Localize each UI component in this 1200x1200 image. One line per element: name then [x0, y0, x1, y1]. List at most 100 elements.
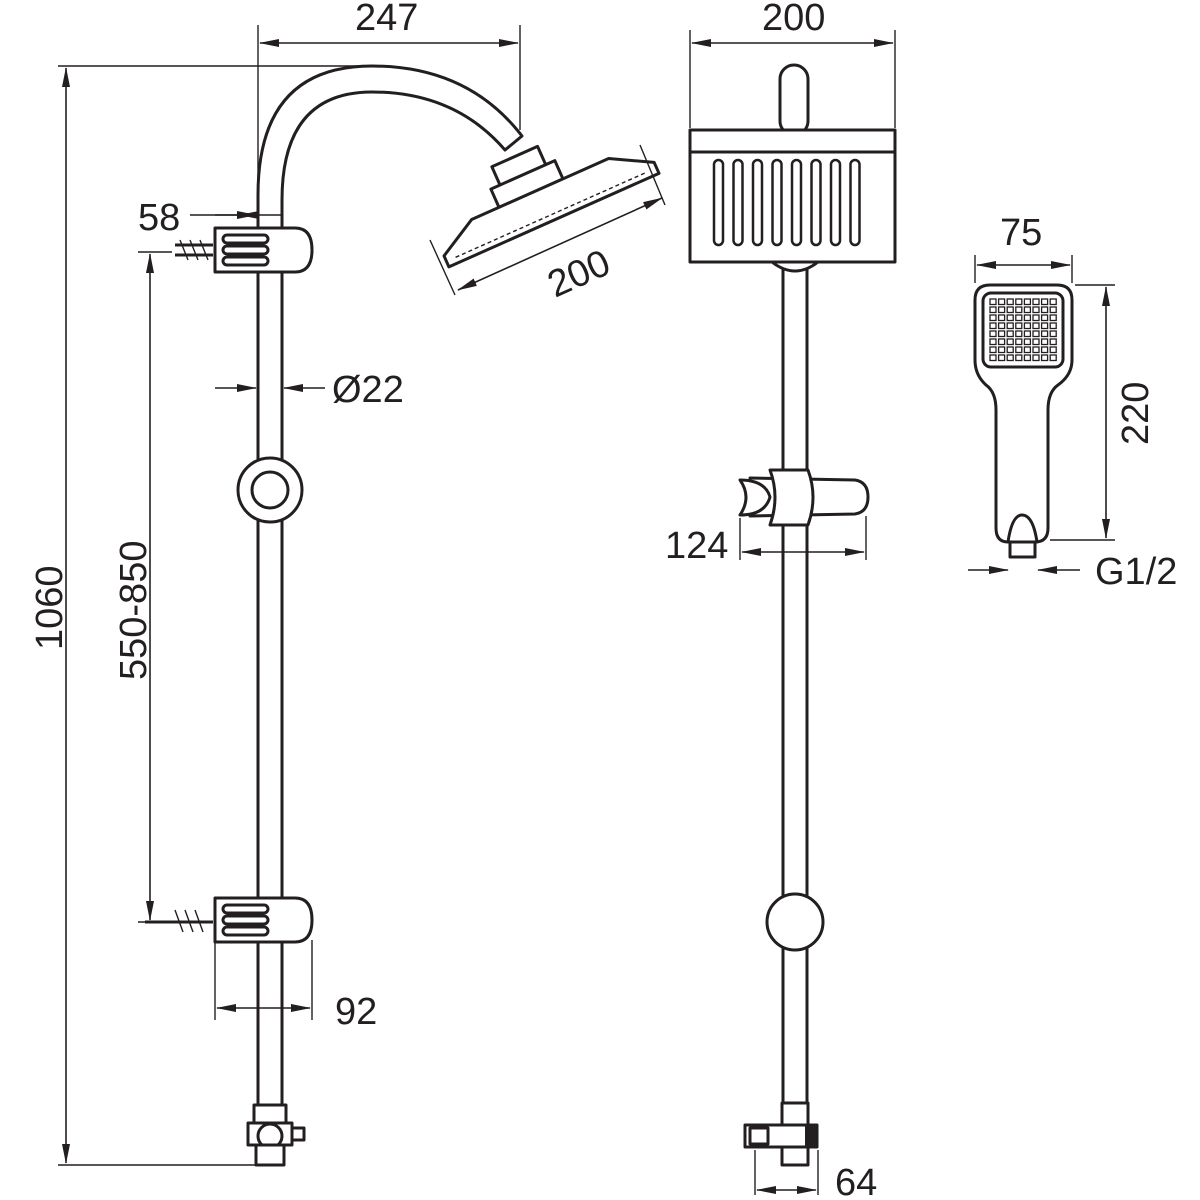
nozzle	[997, 346, 1006, 354]
nozzle	[1040, 322, 1049, 330]
dimension-200-tilted	[457, 197, 663, 291]
nozzle	[1032, 346, 1040, 354]
nozzle	[1015, 354, 1023, 362]
nozzle	[1032, 338, 1040, 346]
nozzle	[997, 330, 1006, 338]
nozzle-slot	[712, 158, 725, 247]
nozzle	[1006, 298, 1014, 306]
nozzle	[1015, 322, 1023, 330]
label-550-850: 550-850	[113, 541, 155, 680]
nozzle	[1040, 330, 1049, 338]
nozzle	[1049, 330, 1057, 338]
nozzle	[997, 354, 1006, 362]
handshower-holder	[738, 468, 870, 527]
nozzle	[989, 354, 997, 362]
nozzle	[1049, 354, 1057, 362]
nozzle	[1049, 338, 1057, 346]
nozzle-slot	[790, 158, 803, 247]
nozzle	[1015, 346, 1023, 354]
nozzle	[1032, 298, 1040, 306]
nozzle	[1049, 314, 1057, 322]
riser-pipe	[781, 260, 809, 1114]
nozzle	[997, 298, 1006, 306]
handshower-view: 75 220 G1/2	[968, 212, 1177, 593]
nozzle-slot	[829, 158, 842, 247]
nozzle	[989, 330, 997, 338]
nozzle	[1049, 346, 1057, 354]
nozzle-slot	[771, 158, 783, 247]
nozzle	[1049, 306, 1057, 314]
nozzle	[1015, 330, 1023, 338]
nozzle	[1006, 322, 1014, 330]
nozzle	[1006, 338, 1014, 346]
nozzle	[997, 322, 1006, 330]
nozzle	[989, 314, 997, 322]
label-220: 220	[1115, 382, 1157, 445]
nozzle	[989, 346, 997, 354]
label-pipe-diameter: Ø22	[332, 369, 404, 411]
label-58: 58	[138, 197, 180, 239]
slider-knob	[236, 456, 304, 524]
nozzle-slot	[751, 158, 764, 247]
nozzle	[1023, 314, 1032, 322]
nozzle	[1015, 338, 1023, 346]
label-64: 64	[835, 1162, 877, 1200]
nozzle	[989, 306, 997, 314]
label-75: 75	[1000, 212, 1042, 254]
nozzle	[1040, 354, 1049, 362]
diverter-valve-front	[743, 1101, 819, 1167]
slider-knob-front	[765, 892, 825, 952]
nozzle	[1032, 354, 1040, 362]
nozzle	[1040, 306, 1049, 314]
label-124: 124	[665, 525, 728, 567]
nozzle	[1015, 306, 1023, 314]
nozzle	[1032, 322, 1040, 330]
nozzle	[1023, 354, 1032, 362]
nozzle-slot	[732, 158, 744, 247]
nozzle	[1015, 314, 1023, 322]
nozzle	[1023, 338, 1032, 346]
overhead-shower-square	[688, 128, 897, 264]
nozzle	[989, 338, 997, 346]
label-200-tilted: 200	[542, 242, 617, 306]
wall-bracket-bottom	[145, 896, 314, 944]
nozzle	[997, 314, 1006, 322]
nozzle	[1040, 346, 1049, 354]
diverter-valve	[246, 1103, 306, 1167]
nozzle-slot	[849, 158, 861, 247]
nozzle	[1049, 298, 1057, 306]
nozzle	[997, 338, 1006, 346]
wall-bracket-top	[175, 226, 314, 274]
label-92: 92	[335, 991, 377, 1033]
label-247: 247	[355, 0, 418, 39]
nozzle-slot	[810, 158, 822, 247]
side-view: 247 200 58 Ø22 1060 550-850 92	[29, 0, 666, 1167]
nozzle	[1040, 314, 1049, 322]
shower-arm	[256, 64, 524, 1152]
nozzle	[989, 322, 997, 330]
label-g12: G1/2	[1095, 551, 1177, 593]
nozzle	[1006, 314, 1014, 322]
nozzle	[989, 298, 997, 306]
nozzle	[1006, 306, 1014, 314]
label-200: 200	[762, 0, 825, 39]
nozzle	[1023, 330, 1032, 338]
nozzle	[1032, 306, 1040, 314]
nozzle	[997, 306, 1006, 314]
nozzle	[1006, 354, 1014, 362]
nozzle	[1032, 330, 1040, 338]
nozzle	[1040, 338, 1049, 346]
nozzle	[1023, 322, 1032, 330]
front-view: 200 124 64	[665, 0, 897, 1200]
nozzle	[1023, 306, 1032, 314]
label-1060: 1060	[29, 565, 71, 650]
nozzle	[1023, 298, 1032, 306]
nozzle	[1032, 314, 1040, 322]
nozzle	[1015, 298, 1023, 306]
nozzle	[1049, 322, 1057, 330]
nozzle	[1040, 298, 1049, 306]
nozzle	[1023, 346, 1032, 354]
nozzle	[1006, 346, 1014, 354]
overhead-shower-tilted	[442, 144, 661, 269]
